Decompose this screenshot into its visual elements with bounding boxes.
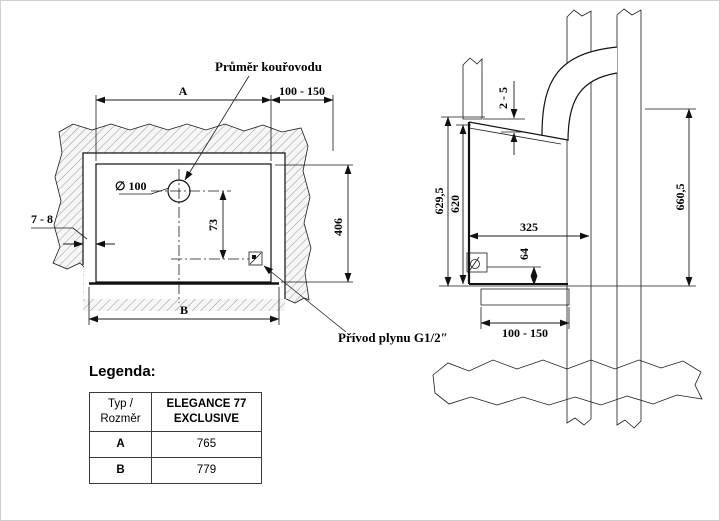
- legend-title: Legenda:: [89, 363, 156, 380]
- gas-inlet-symbol: [248, 251, 263, 266]
- dim-label-64: 64: [517, 248, 531, 260]
- legend-row-a-label: A: [89, 430, 152, 458]
- legend-row-b-value: 779: [151, 456, 262, 484]
- flue-note-label: Průměr kouřovodu: [215, 59, 322, 74]
- legend-row-a: A 765: [89, 430, 262, 458]
- extension-lines-side: [439, 108, 696, 329]
- dim-label-73: 73: [206, 219, 220, 231]
- centerlines: [151, 169, 249, 303]
- flue-note-leader: [184, 75, 250, 181]
- flue-pipe-outer: [541, 46, 618, 136]
- dim-label-406: 406: [331, 218, 345, 236]
- legend-header-model-line1: ELEGANCE 77: [166, 398, 247, 410]
- legend: Legenda: Typ / Rozměr ELEGANCE 77 EXCLUS…: [89, 363, 262, 484]
- legend-header-type: Typ / Rozměr: [89, 392, 152, 432]
- dim-label-gap: 7 - 8: [31, 212, 53, 226]
- gas-connection-circle: [470, 259, 480, 269]
- legend-header-type-line2: Rozměr: [100, 412, 141, 425]
- dim-label-325: 325: [520, 220, 538, 234]
- extension-lines: [31, 95, 353, 325]
- flue-diameter-label: ∅ 100: [115, 179, 146, 193]
- dim-label-660: 660,5: [673, 184, 687, 211]
- gas-inlet-dot: [252, 255, 256, 259]
- dim-label-629: 629,5: [432, 188, 446, 215]
- gas-note-label: Přívod plynu G1/2″: [338, 330, 448, 345]
- ground-hatch: [432, 359, 703, 406]
- front-view-drawing: Průměr kouřovodu ∅ 100 A 100 - 150 406 7…: [31, 59, 448, 345]
- dim-label-side-clearance: 100 - 150: [279, 84, 325, 98]
- front-wall-hatch: [462, 57, 483, 120]
- legend-header-row: Typ / Rozměr ELEGANCE 77 EXCLUSIVE: [89, 392, 262, 432]
- insert-top-slope: [468, 121, 569, 141]
- wall-torn-outline: [52, 123, 312, 304]
- floor-slab: [480, 288, 570, 306]
- legend-table: Typ / Rozměr ELEGANCE 77 EXCLUSIVE A 765…: [89, 392, 262, 484]
- legend-header-model-line2: EXCLUSIVE: [173, 412, 240, 425]
- flue-pipe-fill: [542, 47, 617, 141]
- niche-edge: [82, 152, 286, 299]
- dim-label-topgap: 2 - 5: [496, 87, 510, 109]
- legend-row-b-label: B: [89, 456, 152, 484]
- gas-connection-slash: [469, 256, 480, 271]
- side-view-drawing: 2 - 5 629,5 620 325 64 660,5 100 - 150: [432, 8, 703, 429]
- gas-connection-box: [466, 252, 488, 273]
- flue-pipe-inner: [567, 72, 618, 142]
- dim-label-floor-clearance: 100 - 150: [502, 326, 548, 340]
- chimney-right-wall: [616, 8, 642, 429]
- dim-label-b: B: [180, 303, 188, 317]
- legend-row-b: B 779: [89, 456, 262, 484]
- legend-row-a-value: 765: [151, 430, 262, 458]
- fireplace-front: [95, 163, 272, 283]
- gas-note-leader: [263, 265, 347, 333]
- dim-label-a: A: [179, 84, 188, 98]
- legend-header-type-line1: Typ /: [108, 398, 133, 410]
- chimney-left-wall: [566, 9, 592, 426]
- legend-header-model: ELEGANCE 77 EXCLUSIVE: [151, 392, 262, 432]
- dim-label-620: 620: [448, 195, 462, 213]
